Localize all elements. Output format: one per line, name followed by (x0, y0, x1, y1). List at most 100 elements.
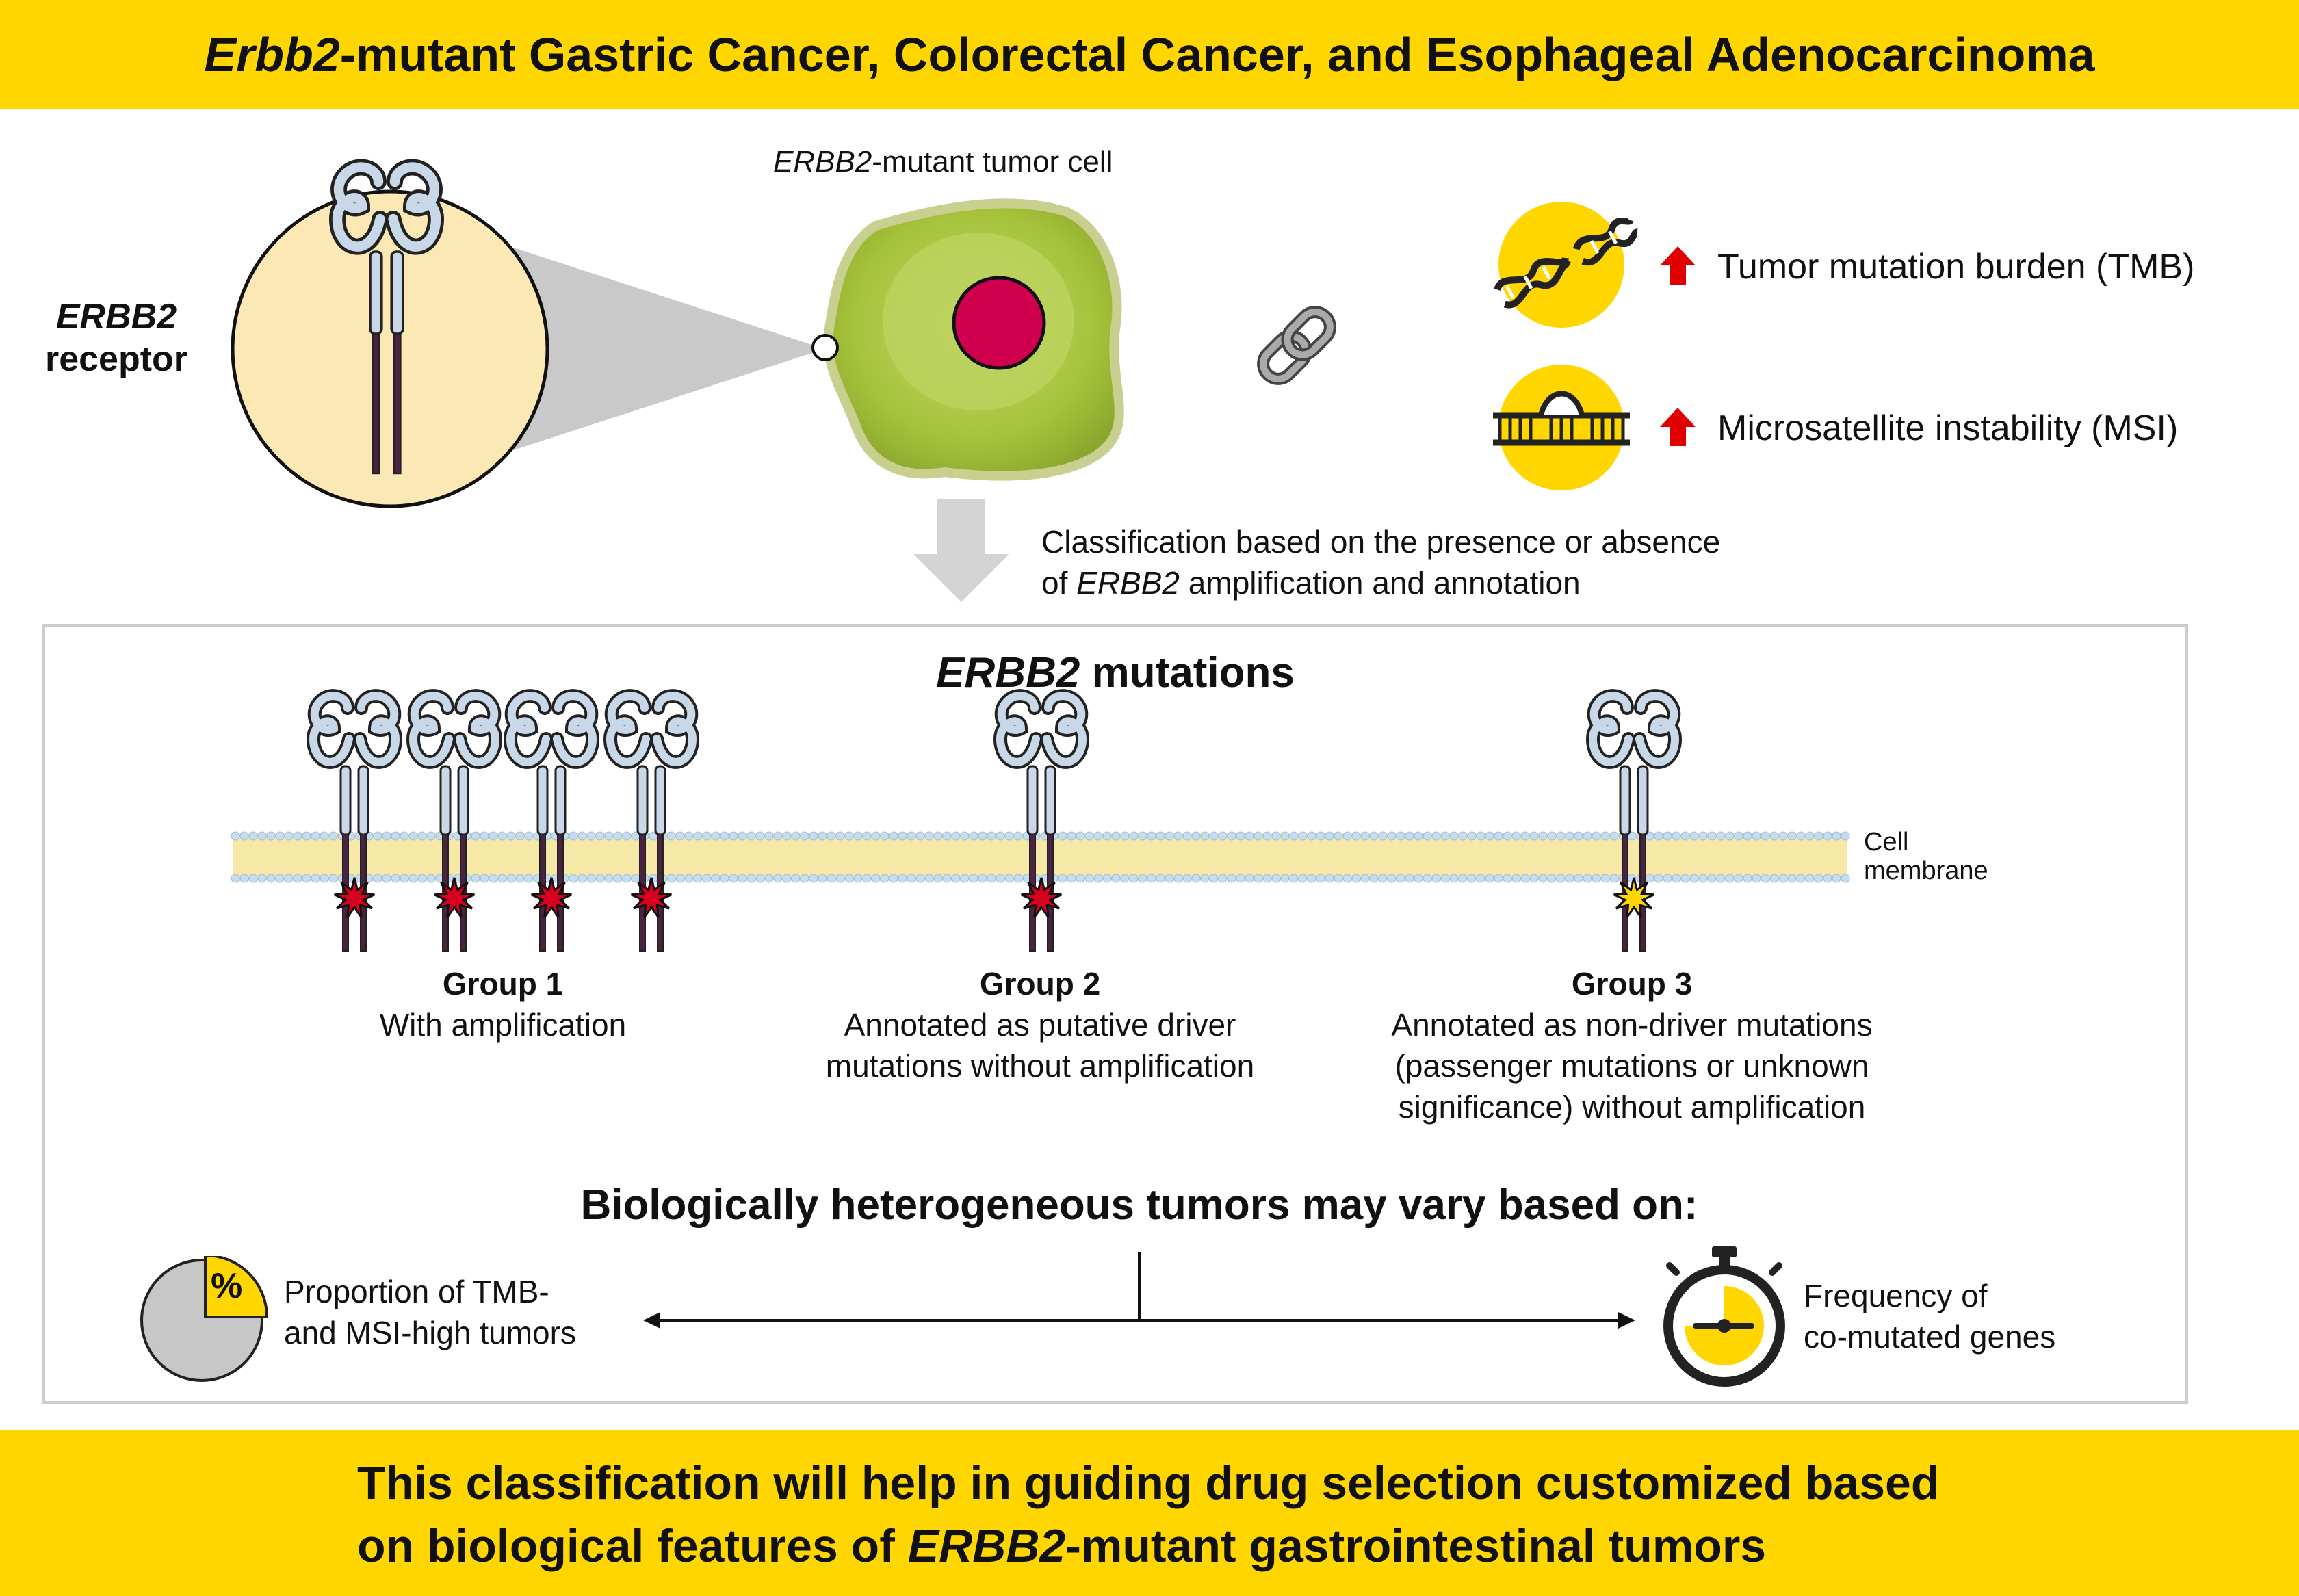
lipid-head (693, 874, 703, 883)
lipid-head (1814, 831, 1823, 841)
lipid-head (1680, 831, 1690, 841)
right-factor-text: Frequency of co-mutated genes (1804, 1275, 2055, 1357)
lipid-head (720, 831, 729, 841)
lipid-head (1076, 874, 1085, 883)
lipid-head (400, 874, 409, 883)
lipid-head (755, 831, 765, 841)
lipid-head (1182, 831, 1192, 841)
lipid-head (1004, 874, 1014, 883)
lipid-head (1494, 831, 1503, 841)
lipid-head (1245, 831, 1254, 841)
lipid-head (1458, 874, 1468, 883)
left-factor-line2: and MSI-high tumors (284, 1315, 576, 1350)
lipid-head (853, 874, 863, 883)
lipid-head (417, 874, 427, 883)
lipid-head (1102, 831, 1112, 841)
lipid-head (1147, 831, 1156, 841)
lipid-head (675, 874, 685, 883)
lipid-head (1316, 874, 1325, 883)
lipid-head (1173, 831, 1183, 841)
lipid-head (506, 874, 516, 883)
lipid-head (1013, 874, 1023, 883)
lipid-head (1823, 874, 1832, 883)
lipid-head (1280, 831, 1290, 841)
lipid-head (1680, 874, 1690, 883)
lipid-head (969, 831, 978, 841)
lipid-head (1236, 874, 1245, 883)
lipid-head (1672, 874, 1681, 883)
receptor-zoom-circle (231, 189, 549, 508)
lipid-head (764, 874, 774, 883)
down-arrow-icon (913, 499, 1009, 602)
lipid-head (1138, 874, 1147, 883)
lipid-head (1698, 831, 1708, 841)
lipid-head (1209, 874, 1219, 883)
lipid-head (1414, 831, 1423, 841)
lipid-head (1449, 874, 1459, 883)
lipid-head (266, 831, 276, 841)
lipid-head (1360, 831, 1370, 841)
group-2: Group 2 Annotated as putative driver mut… (766, 963, 1314, 1086)
lipid-head (373, 831, 382, 841)
lipid-head (489, 831, 498, 841)
cell-membrane (231, 831, 1850, 883)
lipid-head (231, 831, 240, 841)
lipid-head (907, 874, 916, 883)
lipid-head (1431, 831, 1441, 841)
lipid-head (1325, 874, 1334, 883)
lipid-head (328, 874, 338, 883)
lipid-head (248, 874, 258, 883)
lipid-head (1467, 874, 1477, 883)
lipid-head (506, 831, 516, 841)
lipid-head (951, 874, 961, 883)
lipid-head (1689, 874, 1699, 883)
mutation-star-1 (333, 877, 376, 919)
lipid-head (773, 831, 783, 841)
lipid-head (915, 874, 925, 883)
lipid-head (1245, 874, 1254, 883)
msi-up-arrow-icon (1660, 408, 1696, 446)
lipid-head (1458, 831, 1468, 841)
lipid-head (239, 874, 249, 883)
lipid-head (818, 874, 827, 883)
lipid-head (933, 831, 943, 841)
lipid-head (844, 874, 854, 883)
group-1: Group 1 With amplification (298, 963, 708, 1045)
lipid-head (987, 874, 996, 883)
lipid-head (480, 831, 489, 841)
classification-line1: Classification based on the presence or … (1041, 524, 1721, 560)
lipid-head (1556, 831, 1566, 841)
lipid-head (382, 874, 391, 883)
lipid-head (1271, 831, 1281, 841)
lipid-head (604, 874, 614, 883)
lipid-head (827, 874, 836, 883)
lipid-head (933, 874, 943, 883)
lipid-head (275, 831, 285, 841)
lipid-head (1138, 831, 1147, 841)
lipid-head (1565, 831, 1574, 841)
lipid-head (809, 831, 818, 841)
lipid-head (1752, 874, 1761, 883)
lipid-head (275, 874, 285, 883)
lipid-head (1351, 831, 1361, 841)
lipid-head (773, 874, 783, 883)
lipid-head (1707, 831, 1717, 841)
lipid-head (1654, 874, 1663, 883)
zoom-point (811, 334, 839, 361)
lipid-head (569, 874, 578, 883)
title-bar: Erbb2-mutant Gastric Cancer, Colorectal … (0, 0, 2299, 109)
lipid-head (1405, 831, 1414, 841)
mutations-heading-rest: mutations (1080, 649, 1295, 696)
lipid-head (1476, 831, 1485, 841)
lipid-head (1485, 874, 1494, 883)
broken-dna-icon (1494, 217, 1639, 309)
double-arrow-left-head (643, 1312, 660, 1329)
lipid-head (1529, 831, 1539, 841)
lipid-head (1200, 831, 1210, 841)
lipid-head (1716, 874, 1726, 883)
lipid-head (746, 831, 756, 841)
lipid-head (480, 874, 489, 883)
lipid-head (1423, 831, 1432, 841)
receptor-3 (510, 696, 593, 951)
membrane-heads-bottom (231, 874, 1850, 883)
